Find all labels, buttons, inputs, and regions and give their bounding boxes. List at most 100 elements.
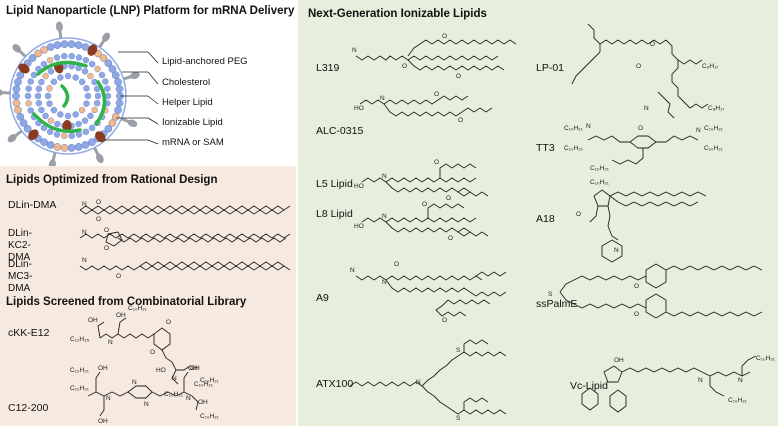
atom-o: O <box>456 73 461 80</box>
helper-lipid-bead <box>60 144 69 152</box>
helper-lipid-bead <box>14 106 22 114</box>
combinatorial-structures: C₁₂H₂₅ OH OH C₁₀H₂₁ N O O N HO OH C₁₀H₂₁… <box>70 305 220 425</box>
mrna-strand <box>32 112 82 133</box>
inner-lipid-bead <box>88 124 96 132</box>
atom-n: N <box>82 257 87 264</box>
atom-n: N <box>350 267 355 274</box>
structure-dlin-dma: N O O <box>79 199 291 223</box>
lipid-name-lp-01: LP-01 <box>536 62 565 74</box>
lipid-bead <box>115 85 124 93</box>
peg-head <box>7 134 17 143</box>
inner-lipid-bead <box>27 107 34 114</box>
inner-lipid-bead <box>82 128 90 136</box>
cholesterol-marker <box>87 44 98 56</box>
leader-line <box>147 71 159 85</box>
atom-c10: C₁₀H₂₁ <box>590 179 610 186</box>
atom-o: O <box>634 311 639 318</box>
atom-o: O <box>576 211 581 218</box>
atom-c10: C₁₀H₂₁ <box>756 355 776 362</box>
atom-o: O <box>434 91 439 98</box>
structure-dlin-mc3-dma: N O <box>79 257 291 280</box>
atom-o: O <box>402 63 407 70</box>
lipid-bead <box>104 124 113 133</box>
atom-ho: HO <box>354 223 364 230</box>
inner-lipid-bead <box>54 120 61 128</box>
lipid-name-tt3: TT3 <box>536 142 555 154</box>
inner-lipid-bead <box>91 106 98 114</box>
atom-s: S <box>456 415 461 422</box>
inner-lipid-bead <box>81 68 89 75</box>
structure-vc-lipid: OH N N C₁₀H₂₁ C₁₀H₂₁ <box>581 355 776 413</box>
lipid-bead <box>81 141 90 149</box>
atom-n: N <box>382 279 387 286</box>
atom-n: N <box>698 377 703 384</box>
lipid-name-dlin-kc2-dma: DLin-KC2-DMA <box>8 228 32 263</box>
inner-lipid-bead <box>35 85 43 93</box>
atom-o: O <box>442 33 447 40</box>
atom-c10: C₁₀H₂₁ <box>728 397 748 404</box>
inner-lipid-bead <box>83 85 90 92</box>
atom-c10: C₁₀H₂₁ <box>200 413 220 420</box>
leader-line <box>147 117 159 125</box>
inner-lipid-bead <box>81 117 89 124</box>
inner-lipid-bead <box>24 92 32 100</box>
atom-c8: C₈H₁₇ <box>702 63 719 70</box>
inner-lipid-bead <box>78 78 86 86</box>
atom-n: N <box>82 201 87 208</box>
lipid-bead <box>16 71 25 80</box>
helper-lipid-bead <box>111 112 120 121</box>
lipid-bead <box>53 41 62 49</box>
structure-a18: O N <box>576 189 707 263</box>
cholesterol-marker <box>28 129 39 141</box>
inner-lipid-bead <box>34 92 42 100</box>
atom-o: O <box>104 227 109 234</box>
lipid-bead <box>67 144 76 152</box>
structure-dlin-kc2-dma: N O O <box>79 227 291 252</box>
rational-design-panel: Lipids Optimized from Rational Design DL… <box>0 166 296 294</box>
atom-s: S <box>548 291 553 298</box>
atom-n: N <box>144 401 149 408</box>
lipid-bead <box>14 78 22 86</box>
inner-lipid-bead <box>46 56 54 64</box>
helper-lipid-bead <box>99 54 108 62</box>
atom-n: N <box>108 339 113 346</box>
inner-lipid-bead <box>84 92 92 100</box>
lipid-bead <box>114 106 122 114</box>
structure-sspalme: S O O <box>548 263 763 319</box>
inner-lipid-bead <box>93 99 101 107</box>
inner-lipid-bead <box>35 99 43 107</box>
atom-oh: OH <box>88 317 98 324</box>
lipid-bead <box>104 59 113 68</box>
leader-line <box>147 51 159 64</box>
lipid-bead <box>12 92 20 100</box>
inner-lipid-bead <box>75 54 83 61</box>
inner-lipid-bead <box>57 74 64 81</box>
lipid-name-vc-lipid: Vc-Lipid <box>570 380 608 392</box>
atom-n: N <box>106 395 111 402</box>
lipid-bead <box>16 112 25 121</box>
peg-head <box>0 88 4 96</box>
structure-c12-200: C₁₀H₂₁ OH C₁₀H₂₁ OH N N N N OH C₁₀H₂₁ OH… <box>70 365 220 425</box>
atom-c12: C₁₂H₂₅ <box>70 336 90 343</box>
peg-head <box>55 21 63 32</box>
lipid-bead <box>115 99 124 107</box>
lipid-bead <box>74 41 83 49</box>
helper-lipid-bead <box>34 49 42 58</box>
atom-oh: OH <box>198 399 208 406</box>
atom-o: O <box>638 125 643 132</box>
atom-o: O <box>458 117 463 124</box>
legend-mrna: mRNA or SAM <box>162 137 224 148</box>
inner-lipid-bead <box>72 111 79 118</box>
combinatorial-title: Lipids Screened from Combinatorial Libra… <box>6 296 247 308</box>
legend-leader-lines <box>104 51 159 145</box>
lipid-bead <box>114 78 122 86</box>
lipid-bead <box>74 143 83 151</box>
peg-head <box>102 32 111 42</box>
lnp-title: Lipid Nanoparticle (LNP) Platform for mR… <box>6 5 295 17</box>
rational-structures: N O O N O O N O <box>79 199 291 280</box>
mrna-strands <box>32 60 107 133</box>
atom-c10: C₁₀H₂₁ <box>194 381 214 388</box>
inner-lipid-bead <box>64 112 72 120</box>
atom-n: N <box>416 379 421 386</box>
atom-n: N <box>380 95 385 102</box>
